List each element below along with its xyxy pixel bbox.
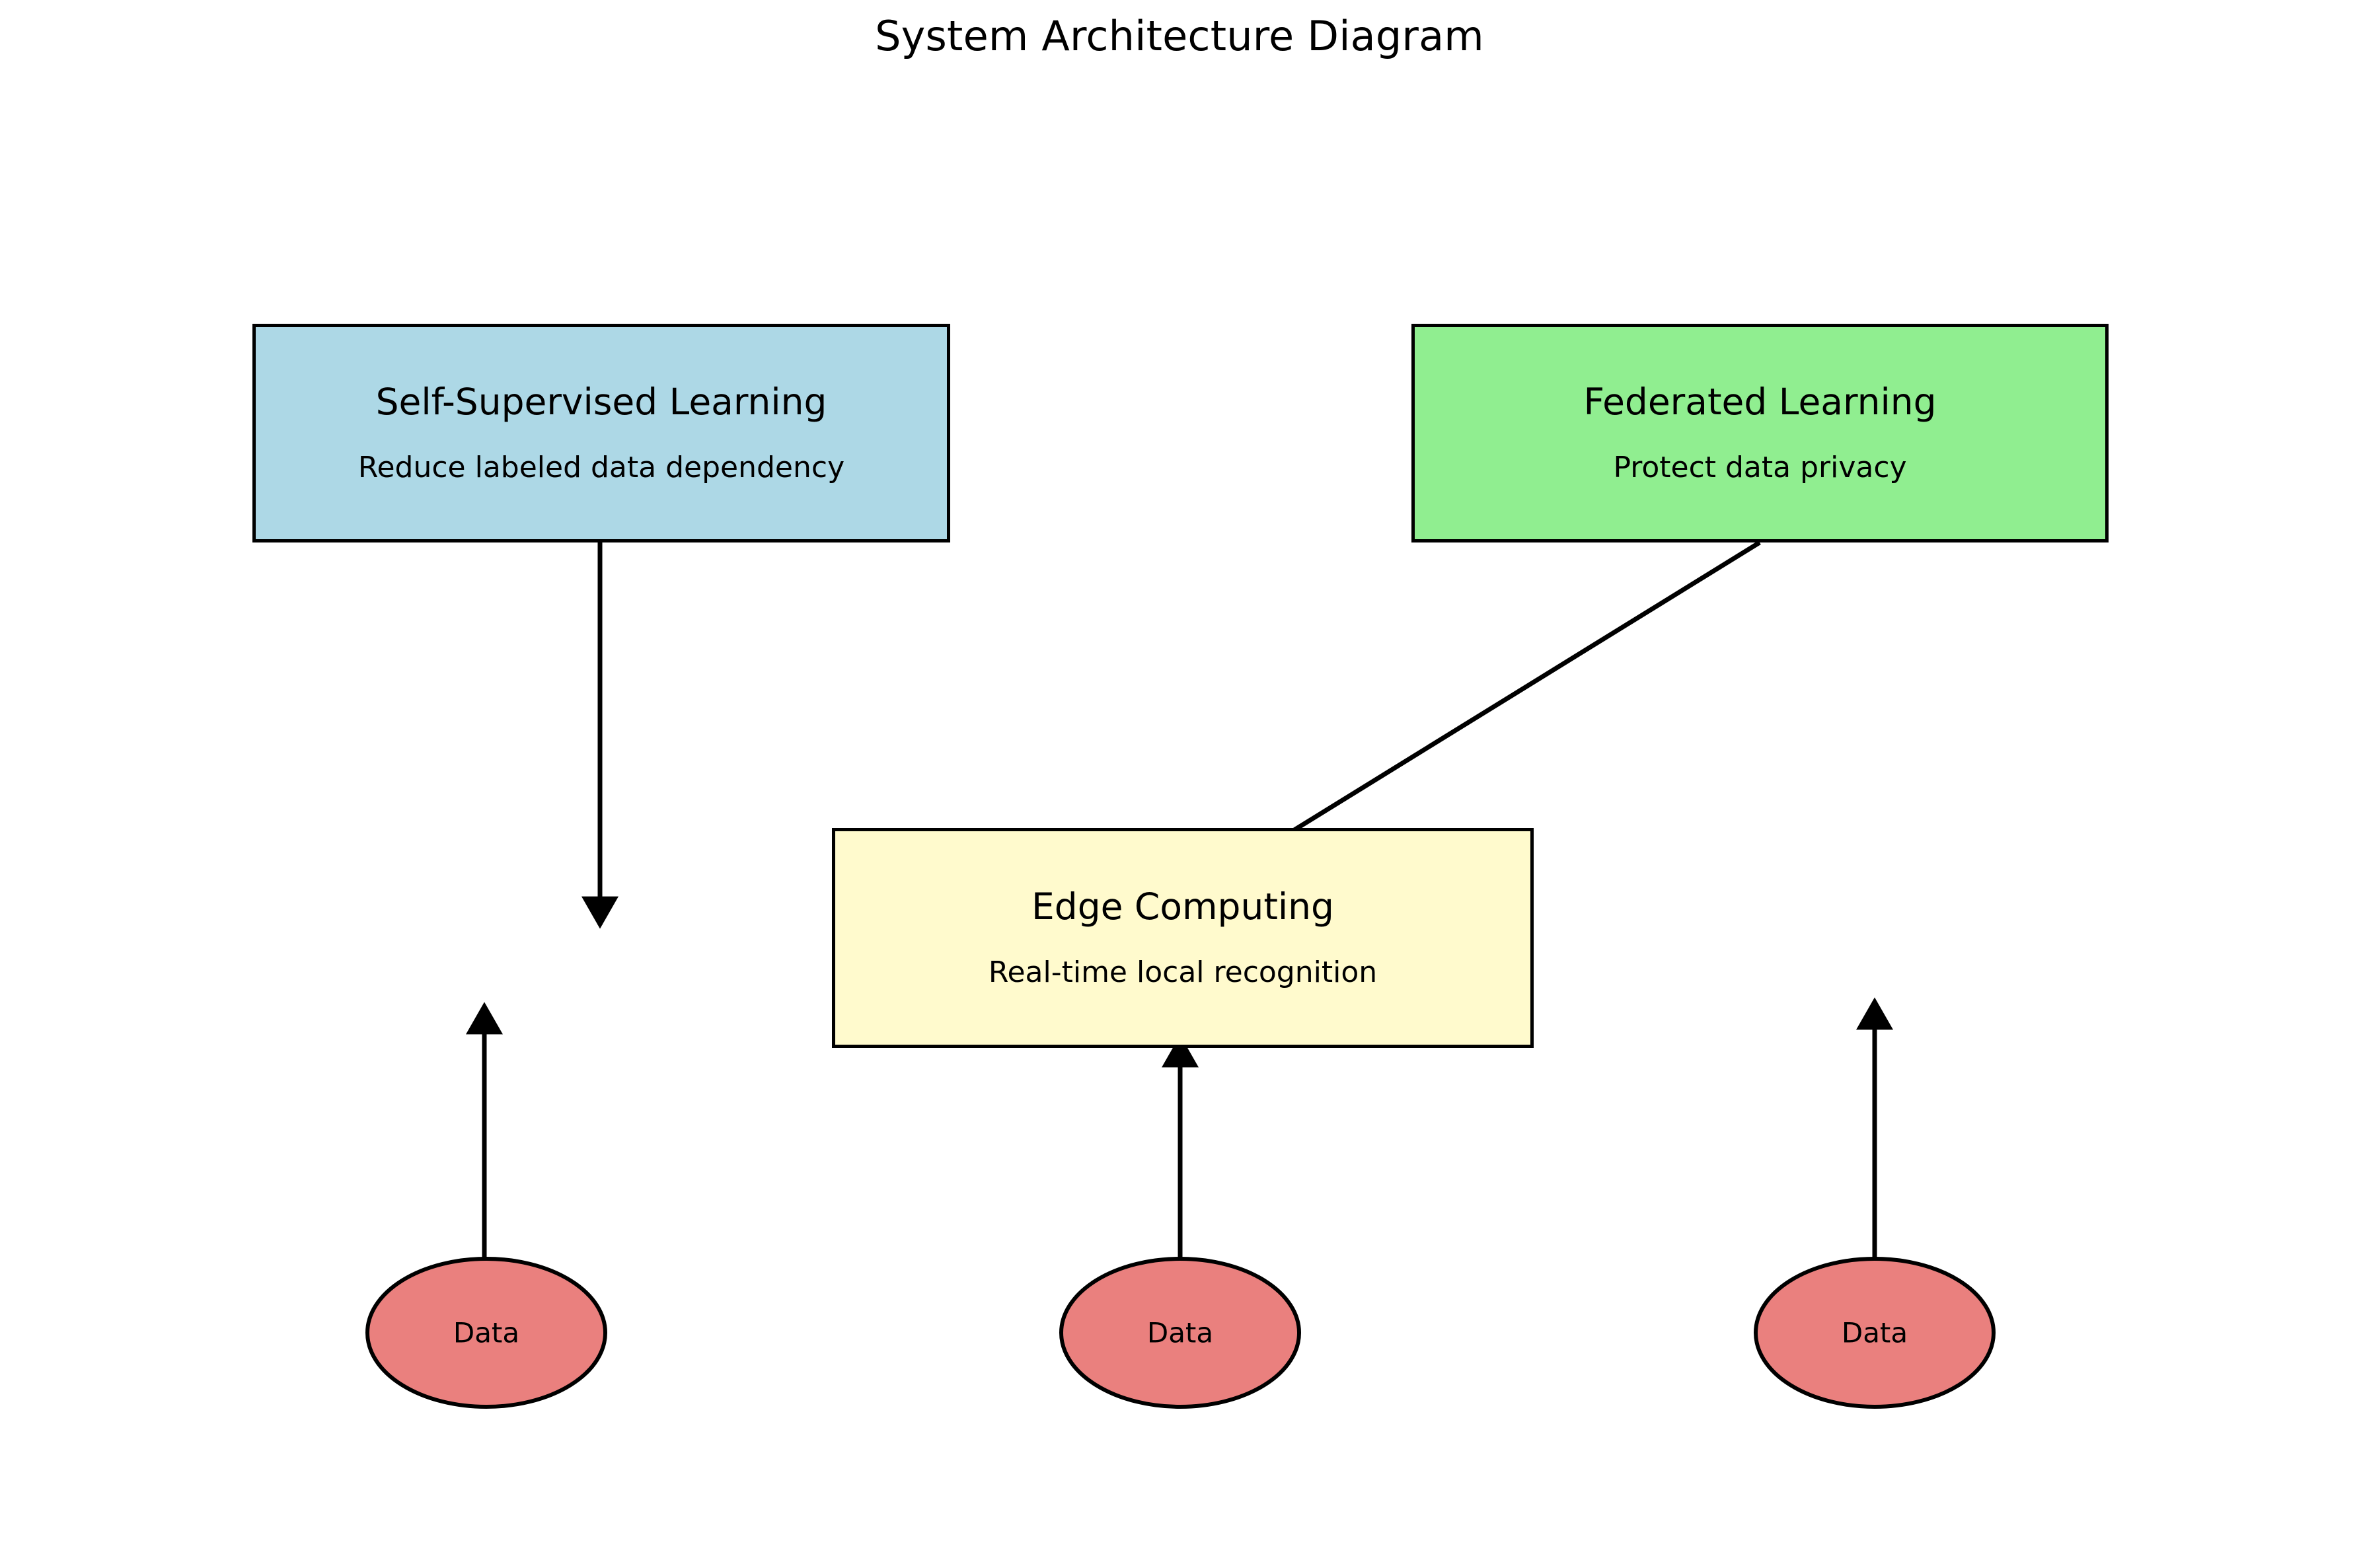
node-edge-computing[interactable]: Edge Computing Real-time local recogniti… bbox=[832, 828, 1534, 1048]
node-federated-learning[interactable]: Federated Learning Protect data privacy bbox=[1411, 324, 2109, 542]
node-data-source-center-label: Data bbox=[1146, 1316, 1214, 1349]
node-self-supervised-learning-subtitle: Reduce labeled data dependency bbox=[357, 451, 845, 485]
node-federated-learning-title: Federated Learning bbox=[1583, 380, 1937, 423]
node-data-source-left-label: Data bbox=[453, 1316, 520, 1349]
node-federated-learning-subtitle: Protect data privacy bbox=[1613, 451, 1907, 485]
node-data-source-right[interactable] bbox=[1754, 1257, 1996, 1409]
node-data-source-center[interactable] bbox=[1059, 1257, 1301, 1409]
node-data-source-left[interactable] bbox=[365, 1257, 607, 1409]
node-edge-computing-title: Edge Computing bbox=[1031, 885, 1334, 928]
node-self-supervised-learning-title: Self-Supervised Learning bbox=[375, 380, 827, 423]
node-data-source-right-label: Data bbox=[1841, 1316, 1908, 1349]
page-title: System Architecture Diagram bbox=[875, 12, 1484, 60]
node-self-supervised-learning[interactable]: Self-Supervised Learning Reduce labeled … bbox=[252, 324, 950, 542]
node-edge-computing-subtitle: Real-time local recognition bbox=[988, 955, 1378, 990]
